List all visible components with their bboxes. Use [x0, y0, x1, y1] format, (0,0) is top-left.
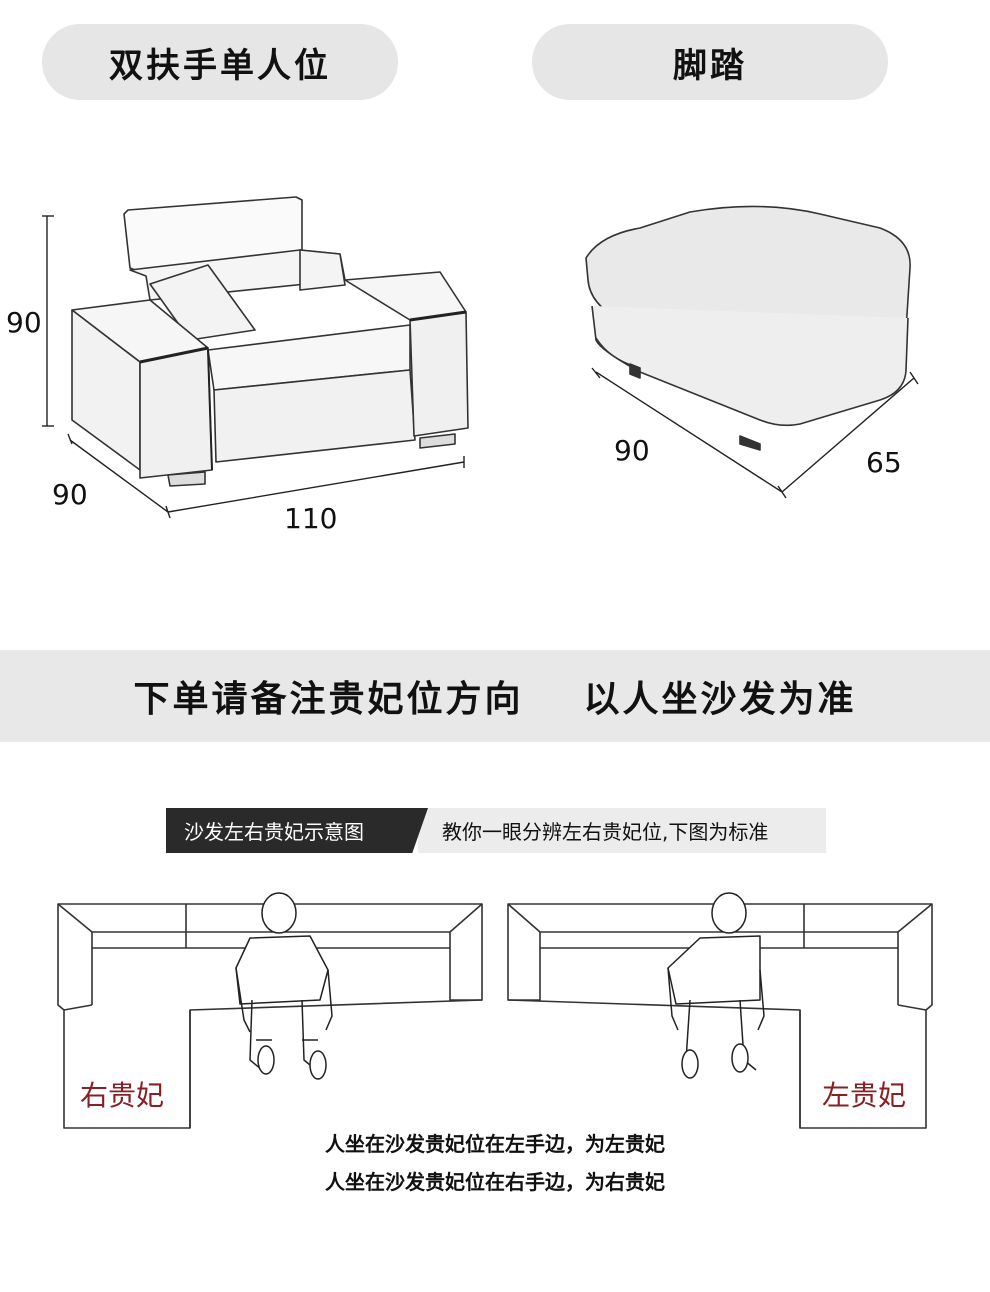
ottoman-width-dimension: 90: [614, 434, 650, 467]
diagram-title: 沙发左右贵妃示意图: [166, 808, 428, 853]
ottoman-title: 脚踏: [532, 24, 888, 100]
right-chaise-sofa-diagram: [57, 903, 483, 1129]
left-chaise-label: 左贵妃: [822, 1079, 907, 1112]
caption-left-chaise: 人坐在沙发贵妃位在左手边，为左贵妃: [325, 1132, 665, 1156]
person-figure-left: [235, 892, 333, 1080]
caption-right-chaise: 人坐在沙发贵妃位在右手边，为右贵妃: [325, 1170, 665, 1194]
armchair-title: 双扶手单人位: [42, 24, 398, 100]
person-figure-right: [667, 892, 765, 1079]
armchair-width-dimension: 110: [284, 502, 338, 535]
left-chaise-sofa-diagram: [507, 903, 933, 1129]
armchair-depth-dimension: 90: [52, 478, 88, 511]
armchair-height-dimension: 90: [6, 306, 42, 339]
banner-left-text: 下单请备注贵妃位方向: [133, 679, 524, 720]
right-chaise-label: 右贵妃: [80, 1079, 165, 1112]
diagram-subtitle: 教你一眼分辨左右贵妃位,下图为标准: [418, 808, 826, 853]
ottoman-drawing: [585, 205, 911, 451]
banner-right-text: 以人坐沙发为准: [583, 679, 857, 720]
order-notice-banner: 下单请备注贵妃位方向 以人坐沙发为准: [0, 650, 990, 742]
ottoman-depth-dimension: 65: [866, 446, 902, 479]
armchair-drawing: [71, 196, 469, 487]
